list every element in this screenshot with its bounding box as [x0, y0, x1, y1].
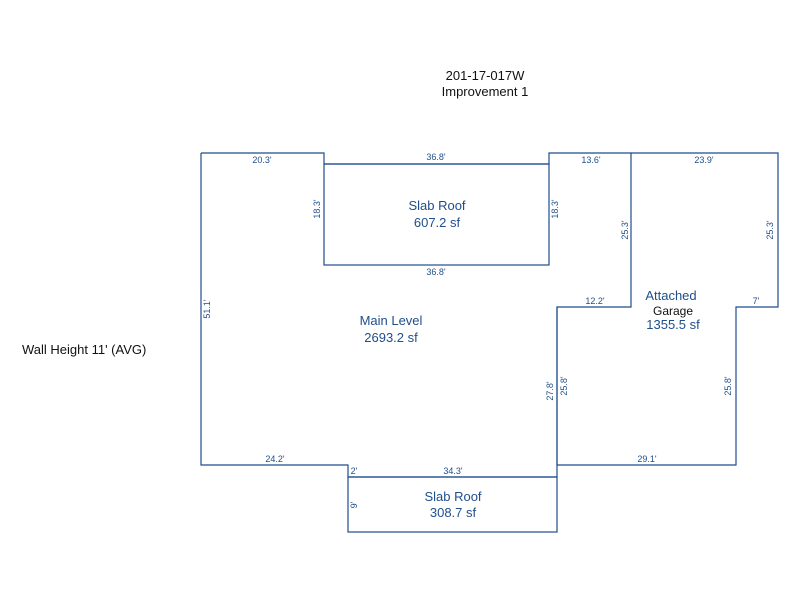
slab-roof-bottom-name: Slab Roof: [424, 489, 481, 504]
slab-roof-bottom-sf: 308.7 sf: [430, 505, 477, 520]
dim-slab-bottom-left: 9': [349, 501, 359, 508]
dim-slab-top-bottom: 36.8': [426, 267, 446, 277]
dim-slab-top-left: 18.3': [312, 199, 322, 219]
dim-garage-step: 7': [753, 296, 760, 306]
dim-slab-bottom-top: 34.3': [443, 466, 463, 476]
dim-main-right-lower: 27.8': [545, 381, 555, 401]
main-level-name: Main Level: [360, 313, 423, 328]
garage-outline: [556, 152, 779, 466]
garage-sf: 1355.5 sf: [646, 317, 700, 332]
dim-main-top-right: 13.6': [581, 155, 601, 165]
dim-slab-top-top: 36.8': [426, 152, 446, 162]
slab-roof-top-sf: 607.2 sf: [414, 215, 461, 230]
main-level-sf: 2693.2 sf: [364, 330, 418, 345]
dim-garage-right-lower: 25.8': [723, 376, 733, 396]
slab-roof-top-outline: [323, 163, 550, 266]
slab-roof-top-name: Slab Roof: [408, 198, 465, 213]
dim-main-right-upper: 25.3': [620, 220, 630, 240]
dim-garage-right-upper: 25.3': [765, 220, 775, 240]
dim-main-bottom-left: 24.2': [265, 454, 285, 464]
slab-roof-bottom-outline: [347, 476, 558, 533]
garage-name-line1: Attached: [645, 288, 696, 303]
dim-garage-left-lower: 25.8': [559, 376, 569, 396]
garage-name-line2: Garage: [653, 304, 693, 318]
improvement-label: Improvement 1: [441, 84, 529, 99]
dim-main-step: 12.2': [585, 296, 605, 306]
dim-main-top-left: 20.3': [252, 155, 272, 165]
wall-height-label: Wall Height 11' (AVG): [22, 342, 147, 357]
dim-slab-top-right: 18.3': [550, 199, 560, 219]
dim-garage-bottom: 29.1': [637, 454, 657, 464]
dim-step-small: 2': [351, 466, 358, 476]
dim-garage-top: 23.9': [694, 155, 714, 165]
dim-main-left: 51.1': [202, 299, 212, 319]
parcel-id: 201-17-017W: [445, 68, 525, 83]
